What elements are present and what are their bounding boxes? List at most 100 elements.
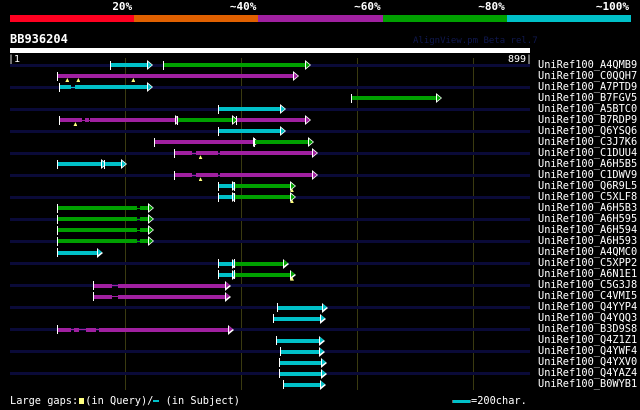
query-gap-marker-icon [290, 199, 294, 204]
hsp-segment [217, 107, 280, 112]
hsp-end-arrow-icon [280, 127, 285, 134]
hit-label: UniRef100_A6H595 [538, 212, 638, 225]
hsp-segment [276, 305, 322, 310]
hsp-end-arrow-icon [320, 381, 325, 388]
hsp-segment [217, 272, 232, 277]
hsp-segment [217, 261, 232, 266]
subject-gap-marker-icon [153, 400, 160, 402]
hsp-end-arrow-icon [280, 105, 285, 112]
query-gap-marker-icon [290, 276, 294, 281]
hsp-segment [57, 206, 138, 211]
query-gap-marker-icon [73, 122, 78, 127]
gridline [473, 58, 474, 390]
hsp-end-arrow-icon [148, 237, 153, 244]
hsp-start-tick [57, 225, 59, 235]
subject-gap-link [112, 285, 118, 287]
hsp-segment [86, 327, 97, 332]
identity-label: ~80% [478, 0, 505, 13]
subject-gap-link [71, 86, 76, 88]
hsp-start-tick [174, 148, 176, 158]
hsp-end-arrow-icon [290, 271, 295, 278]
hit-label: UniRef100_A6H593 [538, 234, 638, 247]
credit-text: AlignView.pm Beta rel.7 [413, 36, 538, 46]
hsp-segment [174, 173, 193, 178]
hsp-start-tick [278, 369, 280, 379]
hsp-segment [153, 140, 253, 145]
subject-gap-link [137, 240, 140, 242]
hsp-start-tick [57, 159, 59, 169]
hit-label: UniRef100_C3J7K6 [538, 135, 638, 148]
hsp-start-tick [233, 192, 235, 202]
hsp-end-arrow-icon [226, 293, 231, 300]
hsp-segment [233, 261, 283, 266]
query-gap-marker-icon [290, 188, 294, 193]
identity-label: ~40% [229, 0, 257, 13]
hsp-end-arrow-icon [290, 193, 295, 200]
hit-label: UniRef100_A4QMB9 [538, 58, 638, 71]
hsp-end-arrow-icon [436, 94, 441, 101]
hsp-segment [117, 283, 226, 288]
identity-label: ~100% [595, 0, 629, 13]
hsp-start-tick [57, 236, 59, 246]
subject-gap-link [192, 152, 197, 154]
hsp-start-tick [59, 82, 61, 92]
gridline [125, 58, 126, 390]
hsp-segment [217, 184, 232, 189]
hsp-end-arrow-icon [148, 204, 153, 211]
row-stripe [10, 284, 530, 288]
query-name: BB936204 [10, 32, 68, 46]
hsp-segment [174, 151, 193, 156]
hit-label: UniRef100_C0QQH7 [538, 69, 638, 82]
hit-label: UniRef100_B3D9S8 [538, 323, 638, 336]
identity-bar-5 [506, 15, 631, 22]
hsp-segment [93, 294, 113, 299]
row-stripe [10, 85, 530, 89]
hsp-start-tick [57, 71, 59, 81]
hit-label: UniRef100_Q4YWF4 [538, 345, 638, 358]
hsp-segment [104, 162, 121, 167]
hsp-segment [57, 74, 293, 79]
query-gap-marker-icon [76, 78, 81, 83]
legend-query-gap: (in Query)/ [85, 395, 154, 407]
hit-label: UniRef100_C4VMI5 [538, 290, 638, 303]
hsp-segment [139, 228, 148, 233]
hit-label: UniRef100_A6H5B3 [538, 201, 638, 214]
hsp-segment [280, 349, 319, 354]
hsp-start-tick [282, 380, 284, 390]
hsp-segment [57, 327, 72, 332]
hsp-segment [57, 228, 138, 233]
identity-label: 20% [112, 0, 133, 13]
hsp-segment [93, 283, 113, 288]
hit-label: UniRef100_B0WYB1 [538, 378, 638, 391]
hsp-start-tick [273, 314, 275, 324]
hit-label: UniRef100_C1DWV9 [538, 168, 638, 181]
subject-gap-link [137, 229, 140, 231]
subject-gap-link [217, 174, 220, 176]
hsp-segment [219, 151, 312, 156]
hsp-segment [282, 382, 320, 387]
ruler-start-label: |1 [8, 54, 21, 65]
hsp-start-tick [275, 336, 277, 346]
hsp-start-tick [57, 203, 59, 213]
hit-label: UniRef100_Q4YYP4 [538, 301, 638, 314]
hsp-end-arrow-icon [308, 138, 313, 145]
hsp-start-tick [162, 60, 164, 70]
hsp-segment [57, 239, 138, 244]
hsp-segment [176, 118, 232, 123]
hsp-segment [253, 140, 308, 145]
hsp-start-tick [233, 270, 235, 280]
hit-label: UniRef100_Q4YXV0 [538, 356, 638, 369]
hsp-segment [139, 217, 148, 222]
hsp-start-tick [280, 347, 282, 357]
query-gap-marker-icon [65, 78, 70, 83]
hsp-segment [57, 250, 98, 255]
query-gap-marker-icon [131, 78, 136, 83]
hsp-segment [162, 63, 305, 67]
hit-label: UniRef100_A6N1E1 [538, 268, 638, 281]
hsp-end-arrow-icon [320, 315, 325, 322]
hsp-start-tick [217, 259, 219, 269]
hsp-start-tick [217, 270, 219, 280]
row-stripe [10, 239, 530, 243]
hsp-segment [235, 118, 305, 123]
hsp-start-tick [109, 60, 111, 70]
